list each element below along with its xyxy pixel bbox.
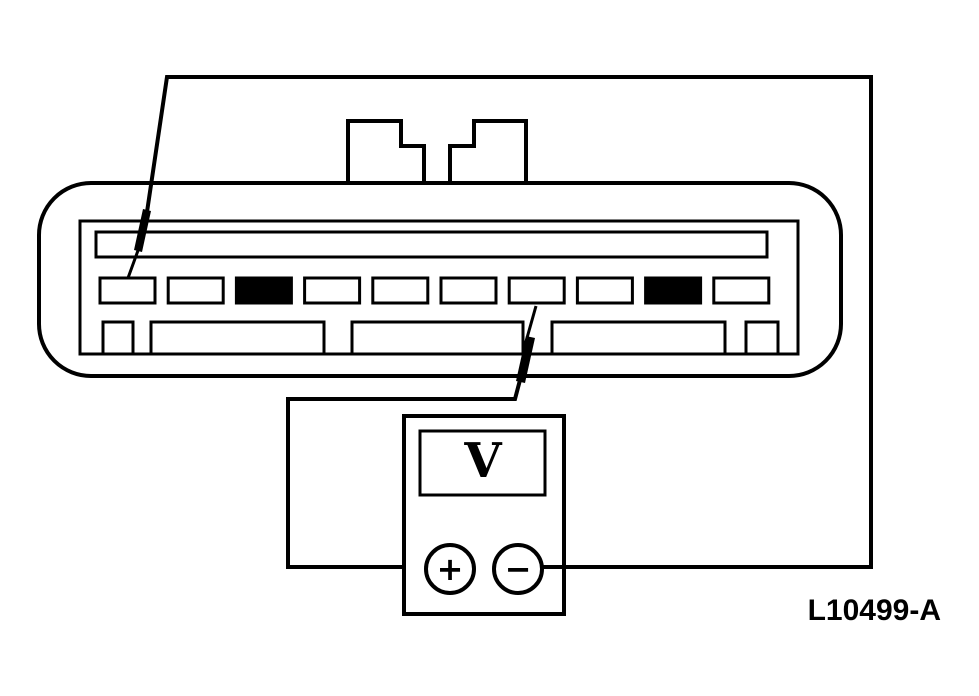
voltmeter-body — [402, 414, 566, 616]
connector-housing — [37, 181, 843, 378]
bottom-slot-2 — [149, 320, 326, 356]
pin-row — [98, 276, 771, 305]
figure-id-label: L10499-A — [808, 594, 941, 627]
positive-terminal-symbol: + — [437, 550, 464, 588]
pin-cavity-3 — [234, 276, 293, 305]
pin-cavity-1 — [98, 276, 157, 305]
bottom-slot-5 — [744, 320, 780, 356]
negative-lead-wire — [286, 379, 522, 569]
connector-top-slot — [94, 230, 769, 259]
bottom-slot-1 — [101, 320, 135, 356]
bottom-slot-4 — [550, 320, 727, 356]
bottom-slot-3 — [350, 320, 525, 356]
pin-cavity-10 — [712, 276, 771, 305]
positive-lead-wire — [145, 75, 873, 569]
pin-cavity-8 — [575, 276, 634, 305]
connector-lock-tab-left — [346, 119, 426, 184]
pin-cavity-9 — [644, 276, 703, 305]
pin-cavity-2 — [166, 276, 225, 305]
negative-probe-body — [516, 336, 535, 383]
voltmeter-display — [418, 429, 547, 497]
pin-cavity-4 — [303, 276, 362, 305]
negative-terminal — [492, 543, 544, 595]
voltmeter-display-symbol: V — [463, 433, 502, 489]
positive-terminal — [424, 543, 476, 595]
pin-cavity-7 — [507, 276, 566, 305]
pin-cavity-6 — [439, 276, 498, 305]
pin-cavity-5 — [371, 276, 430, 305]
positive-probe-body — [134, 209, 151, 252]
negative-terminal-symbol: − — [505, 550, 532, 588]
connector-lock-tab-right — [448, 119, 528, 184]
